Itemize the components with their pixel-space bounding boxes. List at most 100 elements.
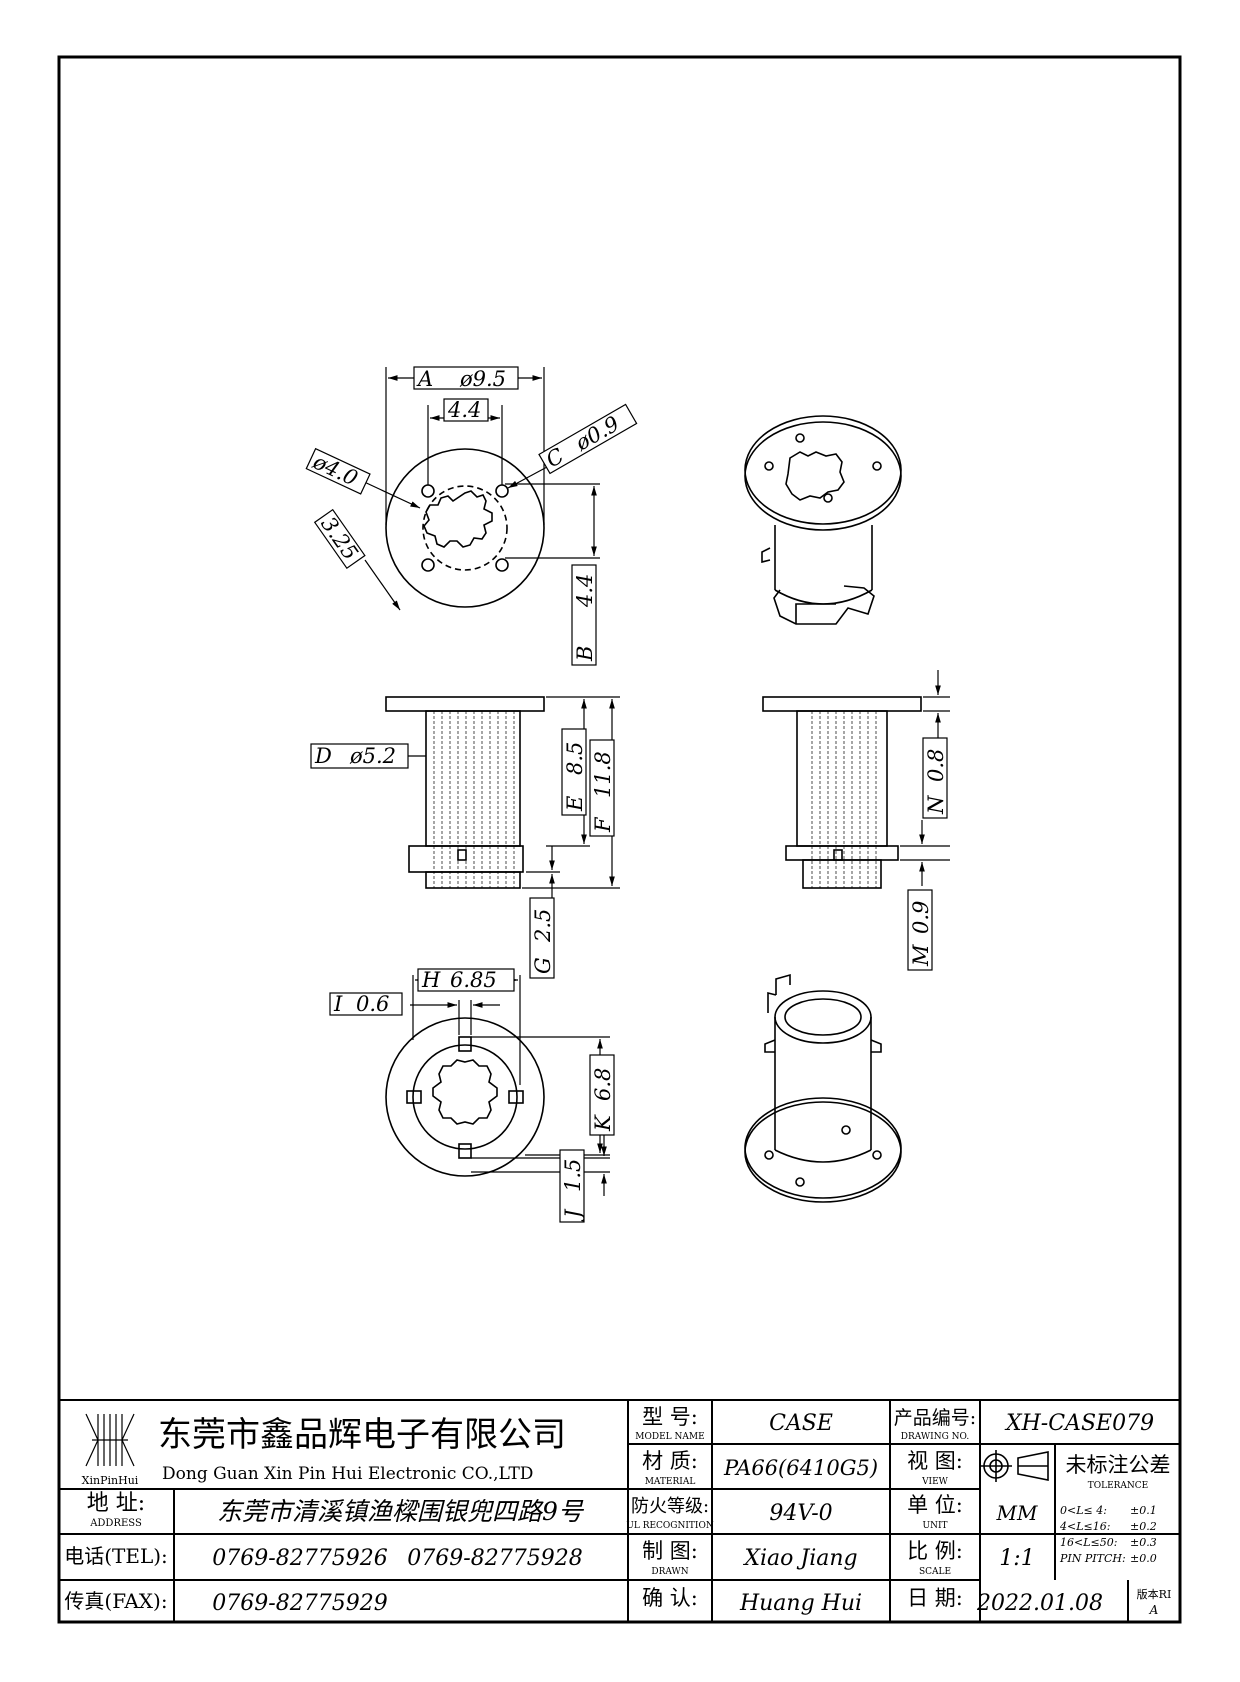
dim-B-value: 4.4: [573, 574, 597, 608]
material-label-en: MATERIAL: [645, 1477, 696, 1487]
material-value: PA66(6410G5): [723, 1456, 878, 1480]
dim-label-J: J 1.5: [559, 1149, 585, 1223]
company-name-en: Dong Guan Xin Pin Hui Electronic CO.,LTD: [162, 1464, 533, 1484]
address-value: 东莞市清溪镇渔樑围银兜四路9号: [217, 1497, 585, 1526]
dim-H-letter: H: [421, 968, 441, 992]
tol-range-1: 0<L≤ 4:: [1060, 1504, 1107, 1517]
dim-J-value: 1.5: [561, 1159, 585, 1192]
projection-symbol-icon: [980, 1450, 1049, 1482]
dim-label-M: M 0.9: [907, 889, 933, 971]
tolerance-title-cn: 未标注公差: [1066, 1453, 1171, 1477]
model-label-en: MODEL NAME: [635, 1432, 704, 1442]
fax-value: 0769-82775929: [212, 1591, 387, 1616]
scale-value: 1:1: [999, 1546, 1034, 1571]
dim-label-F: F 11.8: [589, 739, 615, 837]
front-view-hatch: [433, 711, 515, 888]
tolerance-title-en: TOLERANCE: [1088, 1481, 1149, 1491]
tol-range-3: 16<L≤50:: [1060, 1536, 1117, 1549]
ul-label-cn: 防火等级:: [631, 1496, 709, 1517]
drawing-no-label-en: DRAWING NO.: [901, 1432, 970, 1442]
tol-value-4: ±0.0: [1130, 1552, 1157, 1565]
dim-F-value: 11.8: [591, 751, 615, 798]
view-label-en: VIEW: [921, 1477, 949, 1487]
drawing-no-label-cn: 产品编号:: [894, 1407, 976, 1429]
version-value: A: [1149, 1603, 1159, 1617]
dim-E-value: 8.5: [563, 742, 587, 775]
isometric-view-bottom: [744, 973, 902, 1203]
side-view: [762, 696, 922, 889]
dim-K-letter: K: [591, 1114, 615, 1132]
dim-H-value: 6.85: [450, 968, 497, 992]
unit-value: MM: [996, 1501, 1038, 1525]
unit-label-cn: 单 位:: [907, 1493, 963, 1517]
scale-label-en: SCALE: [919, 1567, 951, 1577]
dim-label-K: K 6.8: [589, 1054, 615, 1136]
side-view-dimensions: [900, 670, 950, 886]
date-label-cn: 日 期:: [907, 1586, 963, 1610]
dim-label-C: C ø0.9: [538, 403, 638, 475]
bottom-view: [385, 1017, 545, 1177]
tolerance-table: 0<L≤ 4: ±0.1 4<L≤16: ±0.2 16<L≤50: ±0.3 …: [1059, 1504, 1157, 1565]
ul-value: 94V-0: [769, 1501, 832, 1526]
tol-value-1: ±0.1: [1130, 1504, 1157, 1517]
model-value: CASE: [769, 1411, 833, 1436]
dim-G-letter: G: [531, 957, 555, 974]
drawing-no-value: XH-CASE079: [1004, 1411, 1154, 1436]
dim-I-letter: I: [333, 992, 343, 1016]
confirm-value: Huang Hui: [739, 1591, 862, 1616]
dim-label-D: D ø5.2: [310, 743, 409, 769]
address-label-en: ADDRESS: [89, 1518, 142, 1529]
address-label-cn: 地 址:: [87, 1491, 145, 1516]
dim-G-value: 2.5: [531, 909, 555, 943]
ul-label-en: UL RECOGNITION: [626, 1521, 714, 1531]
dim-M-value: 0.9: [909, 901, 933, 934]
tol-value-3: ±0.3: [1130, 1536, 1157, 1549]
isometric-view-top: [744, 415, 902, 625]
dim-A-value: ø9.5: [459, 367, 506, 391]
side-view-hatch: [811, 711, 877, 888]
dim-I-value: 0.6: [356, 992, 389, 1016]
model-label-cn: 型 号:: [642, 1405, 698, 1429]
dim-label-N: N 0.8: [922, 737, 948, 819]
confirm-label-cn: 确 认:: [642, 1586, 698, 1610]
dim-label-hole-spacing: 4.4: [443, 398, 489, 422]
version-label: 版本RI: [1137, 1587, 1172, 1601]
unit-label-en: UNIT: [922, 1521, 947, 1531]
dim-label-B: B 4.4: [571, 564, 597, 666]
dim-label-hole-circle: ø4.0: [305, 447, 371, 495]
material-label-cn: 材 质:: [642, 1449, 698, 1473]
fax-label: 传真(FAX):: [64, 1589, 167, 1613]
dim-label-A: A ø9.5: [413, 366, 519, 391]
top-view: [385, 448, 545, 608]
dim-D-letter: D: [314, 744, 332, 768]
dim-B-letter: B: [573, 646, 597, 662]
scale-label-cn: 比 例:: [907, 1539, 963, 1563]
tel-1: 0769-82775926: [212, 1546, 387, 1571]
dim-M-letter: M: [909, 944, 933, 967]
title-block: [59, 1399, 1180, 1622]
dim-hole-spacing-value: 4.4: [447, 398, 481, 422]
tel-2: 0769-82775928: [407, 1546, 582, 1571]
date-value: 2022.01.08: [976, 1591, 1103, 1616]
front-view: [385, 696, 545, 889]
tol-range-4: PIN PITCH:: [1059, 1552, 1126, 1565]
dim-K-value: 6.8: [591, 1068, 615, 1101]
dim-hole-circle-value: ø4.0: [309, 449, 362, 491]
logo-text: XinPinHui: [82, 1474, 139, 1487]
dim-E-letter: E: [563, 796, 587, 812]
dim-label-I: I 0.6: [329, 992, 403, 1016]
drawn-label-cn: 制 图:: [642, 1539, 698, 1563]
dim-label-offset: 3.25: [313, 508, 366, 570]
dim-F-letter: F: [591, 816, 615, 833]
tol-range-2: 4<L≤16:: [1059, 1520, 1110, 1533]
drawn-label-en: DRAWN: [651, 1567, 688, 1577]
tol-value-2: ±0.2: [1130, 1520, 1157, 1533]
dim-A-letter: A: [416, 367, 433, 391]
dim-label-H: H 6.85: [417, 968, 515, 992]
company-name-cn: 东莞市鑫品辉电子有限公司: [158, 1415, 566, 1455]
dim-label-G: G 2.5: [529, 897, 555, 979]
view-label-cn: 视 图:: [907, 1449, 963, 1473]
drawn-value: Xiao Jiang: [742, 1546, 857, 1571]
tel-label: 电话(TEL):: [64, 1544, 168, 1568]
